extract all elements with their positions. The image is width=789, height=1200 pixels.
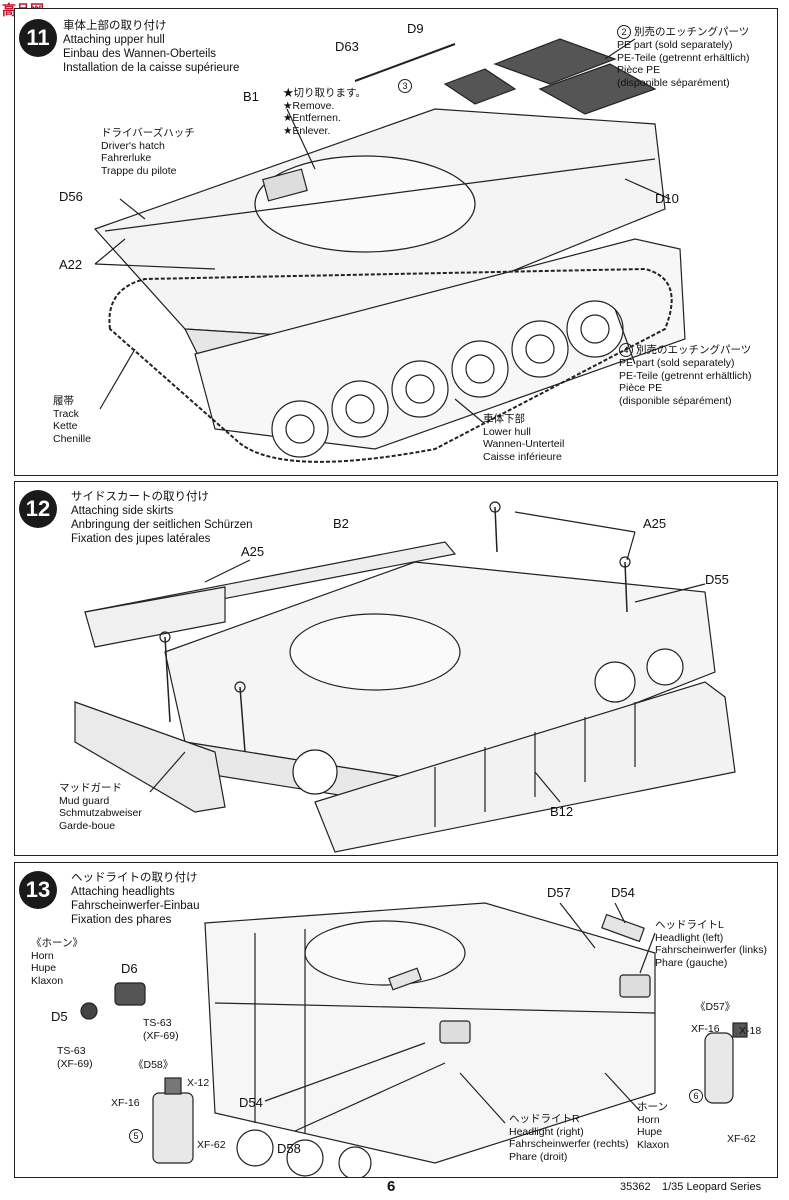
- paint-ts63-upper: TS-63(XF-69): [143, 1017, 179, 1042]
- part-label-d57: D57: [547, 885, 571, 900]
- part-label-d10: D10: [655, 191, 679, 206]
- part-label-b12: B12: [550, 804, 574, 819]
- part-label-d5: D5: [51, 1009, 68, 1024]
- headlights-illustration: [80, 902, 748, 1177]
- pe-number-2: 2: [617, 25, 631, 39]
- paint-xf62-d57: XF-62: [727, 1133, 756, 1145]
- upper-hull-illustration: [93, 38, 686, 463]
- side-skirts-illustration: [74, 501, 736, 853]
- step-number-13: 13: [19, 871, 57, 909]
- part-label-b2: B2: [333, 516, 349, 531]
- d57-box-heading: 《D57》: [695, 1001, 736, 1013]
- part-label-d55: D55: [705, 572, 729, 587]
- remove-note: ★切り取ります。★Remove. ★Entfernen.★Enlever.: [283, 87, 366, 137]
- decal-number-6: 6: [689, 1089, 706, 1103]
- part-label-d6: D6: [121, 961, 138, 976]
- paint-xf62-d58: XF-62: [197, 1139, 226, 1151]
- paint-xf16-d58: XF-16: [111, 1097, 140, 1109]
- paint-x18: X-18: [739, 1025, 762, 1037]
- part-label-d54-upper: D54: [611, 885, 635, 900]
- decal-number-5: 5: [129, 1129, 146, 1143]
- page-number: 6: [387, 1178, 396, 1195]
- part-label-d9: D9: [407, 21, 424, 36]
- step-number-12: 12: [19, 490, 57, 528]
- pe-number-4: 4: [619, 343, 633, 357]
- pe-part-number-3: 3: [398, 79, 415, 93]
- d58-box-heading: 《D58》: [133, 1059, 174, 1071]
- step-number-11: 11: [19, 19, 57, 57]
- part-label-d54-lower: D54: [239, 1095, 263, 1110]
- part-label-d58: D58: [277, 1141, 301, 1156]
- part-label-b1: B1: [243, 89, 259, 104]
- part-label-a25-right: A25: [643, 516, 667, 531]
- part-label-d56: D56: [59, 189, 83, 204]
- paint-xf16-d57: XF-16: [691, 1023, 720, 1035]
- product-code: 35362: [620, 1181, 651, 1193]
- part-label-d63: D63: [335, 39, 359, 54]
- series-name: 1/35 Leopard Series: [662, 1181, 762, 1193]
- paint-ts63-lower: TS-63(XF-69): [57, 1045, 93, 1070]
- paint-x12: X-12: [187, 1077, 210, 1089]
- part-label-a25-left: A25: [241, 544, 265, 559]
- part-label-a22: A22: [59, 257, 83, 272]
